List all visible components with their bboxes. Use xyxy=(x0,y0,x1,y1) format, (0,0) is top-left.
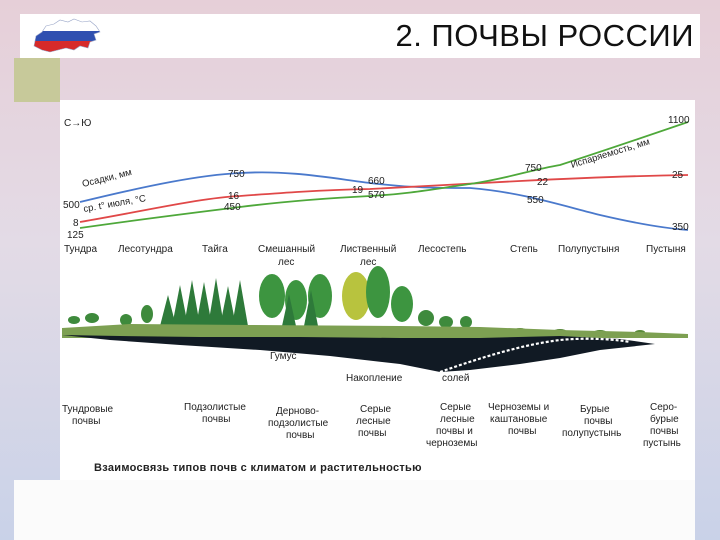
soil-podzolic-2: почвы xyxy=(202,414,230,425)
soil-sod-podzolic-2: подзолистые xyxy=(268,418,329,429)
direction-label: С→Ю xyxy=(64,118,91,129)
page-title: 2. ПОЧВЫ РОССИИ xyxy=(395,18,694,53)
zone-desert: Пустыня xyxy=(646,244,686,255)
temp-value-4: 22 xyxy=(537,177,549,188)
soil-grey-brown-4: пустынь xyxy=(643,438,681,449)
soil-podzolic: Подзолистые xyxy=(184,402,246,413)
salt-accumulation-line xyxy=(439,337,631,374)
soil-grey-brown: Серо- xyxy=(650,402,677,413)
precip-value-4: 550 xyxy=(527,195,544,206)
soil-chernozem-3: почвы xyxy=(508,426,536,437)
precip-value-1: 500 xyxy=(63,200,80,211)
russia-flag-map-icon xyxy=(33,18,101,53)
soil-grey-forest-3: почвы xyxy=(358,428,386,439)
figure-bottom-panel xyxy=(14,480,695,540)
temp-value-3: 19 xyxy=(352,185,364,196)
soil-grey-chernozem-3: почвы и xyxy=(436,426,473,437)
soil-sod-podzolic-3: почвы xyxy=(286,430,314,441)
zone-mixed-forest-2: лес xyxy=(278,257,294,268)
humus-label: Гумус xyxy=(270,351,297,362)
evaporation-label: Испаряемость, мм xyxy=(570,136,651,170)
evap-value-1: 125 xyxy=(67,230,84,241)
zone-broadleaf-forest-2: лес xyxy=(360,257,376,268)
evaporation-curve xyxy=(79,121,689,229)
soil-grey-brown-3: почвы xyxy=(650,426,678,437)
zone-mixed-forest: Смешанный xyxy=(258,244,315,255)
accent-square xyxy=(14,58,60,102)
soil-tundra: Тундровые xyxy=(62,404,114,415)
soil-chernozem: Черноземы и xyxy=(488,402,549,413)
salts-label-2: солей xyxy=(442,373,469,384)
soil-brown-2: почвы xyxy=(584,416,612,427)
soil-zonation-diagram: С→Ю Осадки, мм ср. t° июля, °С Испаряемо… xyxy=(62,115,690,474)
salts-label: Накопление xyxy=(346,373,403,384)
evap-value-4: 750 xyxy=(525,163,542,174)
soil-grey-chernozem-2: лесные xyxy=(440,414,475,425)
zone-taiga: Тайга xyxy=(202,244,228,255)
evap-value-5: 1100 xyxy=(668,115,690,126)
temp-value-2: 16 xyxy=(228,191,240,202)
soil-brown-3: полупустынь xyxy=(562,428,621,439)
evap-value-2: 450 xyxy=(224,202,241,213)
precip-value-5: 350 xyxy=(672,222,689,233)
figure-caption: Взаимосвязь типов почв с климатом и раст… xyxy=(94,462,422,474)
soil-sod-podzolic: Дерново- xyxy=(276,406,319,417)
zone-semidesert: Полупустыня xyxy=(558,244,619,255)
zone-tundra: Тундра xyxy=(64,244,97,255)
precipitation-label: Осадки, мм xyxy=(81,167,133,190)
soil-grey-chernozem: Серые xyxy=(440,402,472,413)
soil-grey-chernozem-4: черноземы xyxy=(426,438,477,449)
zone-forest-steppe: Лесостепь xyxy=(418,244,466,255)
soil-grey-brown-2: бурые xyxy=(650,413,679,425)
zone-steppe: Степь xyxy=(510,244,538,255)
temp-value-1: 8 xyxy=(73,218,79,229)
soil-brown: Бурые xyxy=(580,404,610,415)
soil-climate-figure: С→Ю Осадки, мм ср. t° июля, °С Испаряемо… xyxy=(60,100,695,480)
soil-tundra-2: почвы xyxy=(72,416,100,427)
precip-value-3: 660 xyxy=(368,176,385,187)
temp-value-5: 25 xyxy=(672,170,684,181)
ground-surface xyxy=(62,324,688,338)
vegetation xyxy=(68,266,645,334)
evap-value-3: 570 xyxy=(368,190,385,201)
zone-broadleaf-forest: Лиственный xyxy=(340,244,396,255)
slide-header: 2. ПОЧВЫ РОССИИ xyxy=(20,14,700,58)
precip-value-2: 750 xyxy=(228,169,245,180)
soil-chernozem-2: каштановые xyxy=(490,414,548,425)
soil-grey-forest: Серые xyxy=(360,404,392,415)
zone-forest-tundra: Лесотундра xyxy=(118,244,173,255)
humus-layer xyxy=(62,335,655,372)
soil-grey-forest-2: лесные xyxy=(356,416,391,427)
temperature-curve xyxy=(79,174,689,223)
